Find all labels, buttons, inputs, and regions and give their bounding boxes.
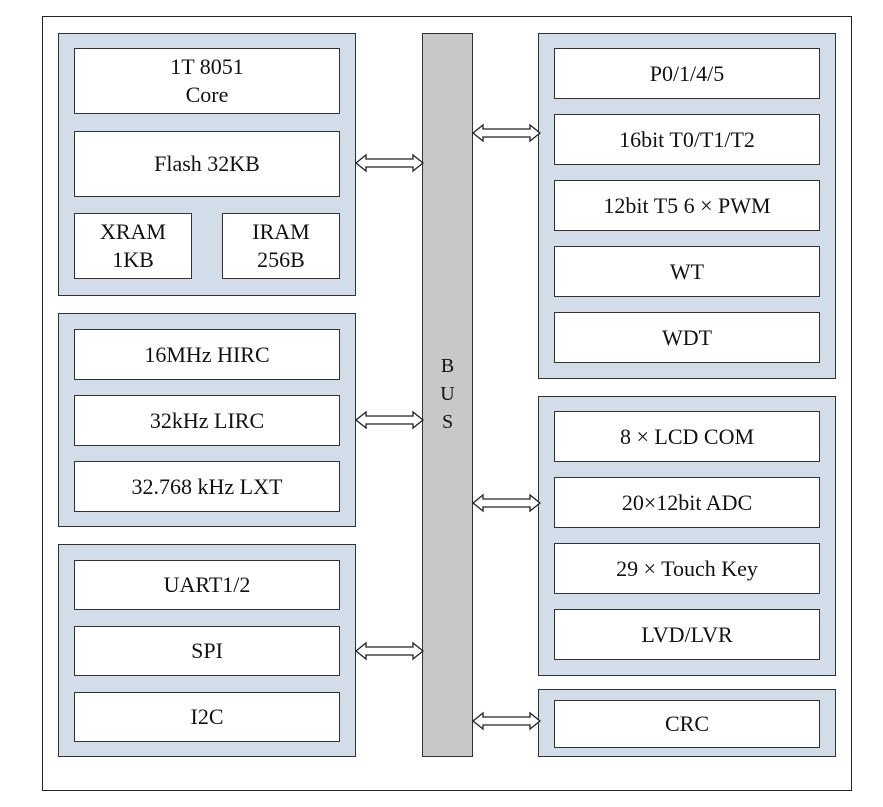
diagram-frame bbox=[42, 16, 852, 791]
arrow-clock-to-bus bbox=[355, 411, 424, 429]
cpu-core-block: 1T 8051 Core bbox=[74, 48, 340, 114]
hirc-block: 16MHz HIRC bbox=[74, 329, 340, 380]
iram-block: IRAM 256B bbox=[222, 213, 340, 279]
arrow-bus-to-crc bbox=[472, 712, 541, 730]
flash-block: Flash 32KB bbox=[74, 131, 340, 197]
i2c-block: I2C bbox=[74, 692, 340, 742]
lirc-block: 32kHz LIRC bbox=[74, 395, 340, 446]
lvd-lvr-block: LVD/LVR bbox=[554, 609, 820, 660]
bus-label: B U S bbox=[440, 355, 455, 433]
ports-block: P0/1/4/5 bbox=[554, 48, 820, 99]
arrow-core-to-bus bbox=[355, 154, 424, 172]
timer-t012-block: 16bit T0/T1/T2 bbox=[554, 114, 820, 165]
wt-block: WT bbox=[554, 246, 820, 297]
spi-block: SPI bbox=[74, 626, 340, 676]
arrow-comm-to-bus bbox=[355, 642, 424, 660]
xram-block: XRAM 1KB bbox=[74, 213, 192, 279]
arrow-bus-to-analog bbox=[472, 494, 541, 512]
adc-block: 20×12bit ADC bbox=[554, 477, 820, 528]
wdt-block: WDT bbox=[554, 312, 820, 363]
lxt-block: 32.768 kHz LXT bbox=[74, 461, 340, 512]
system-bus: B U S bbox=[422, 33, 473, 757]
timer-t5-pwm-block: 12bit T5 6 × PWM bbox=[554, 180, 820, 231]
crc-block: CRC bbox=[554, 700, 820, 748]
uart-block: UART1/2 bbox=[74, 560, 340, 610]
lcd-com-block: 8 × LCD COM bbox=[554, 411, 820, 462]
arrow-bus-to-timers bbox=[472, 124, 541, 142]
touch-key-block: 29 × Touch Key bbox=[554, 543, 820, 594]
